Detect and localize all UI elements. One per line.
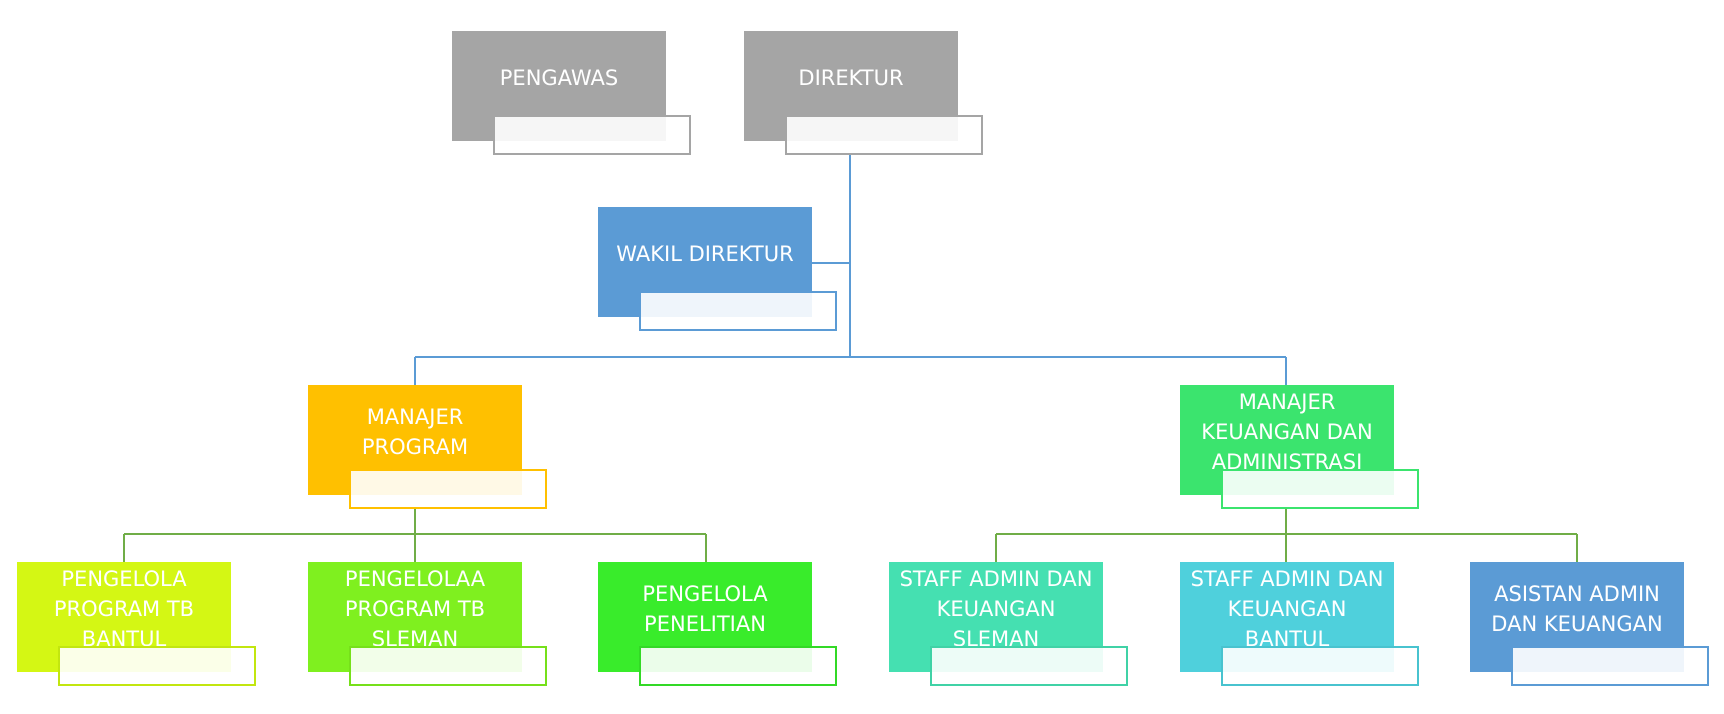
- node-label-wakil-line-1: WAKIL DIREKTUR: [616, 242, 793, 266]
- node-label-staff-bantul-line-1: STAFF ADMIN DAN: [1191, 567, 1384, 591]
- node-subtitle-box-mgr-keuangan[interactable]: [1221, 469, 1419, 509]
- nodes: PENGAWAS DIREKTUR WAKIL DIREKTUR MANAJER PRO…: [17, 31, 1709, 686]
- node-label-tb-sleman-line-2: PROGRAM TB: [345, 597, 485, 621]
- node-subtitle-box-tb-sleman[interactable]: [349, 646, 547, 686]
- node-asistan[interactable]: ASISTAN ADMIN DAN KEUANGAN: [1470, 562, 1709, 686]
- node-label-direktur-line-1: DIREKTUR: [798, 66, 903, 90]
- node-subtitle-box-direktur[interactable]: [785, 115, 983, 155]
- node-subtitle-box-mgr-program[interactable]: [349, 469, 547, 509]
- node-label-tb-bantul-line-2: PROGRAM TB: [54, 597, 194, 621]
- node-pengawas[interactable]: PENGAWAS: [452, 31, 691, 155]
- node-label-tb-bantul-line-1: PENGELOLA: [61, 567, 187, 591]
- node-label-mgr-keuangan-line-1: MANAJER: [1239, 390, 1336, 414]
- node-label-tb-sleman-line-1: PENGELOLAA: [345, 567, 486, 591]
- node-subtitle-box-staff-bantul[interactable]: [1221, 646, 1419, 686]
- connectors: [123, 153, 1578, 562]
- node-direktur[interactable]: DIREKTUR: [744, 31, 983, 155]
- node-label-staff-sleman-line-2: KEUANGAN: [937, 597, 1056, 621]
- node-label-penelitian-line-2: PENELITIAN: [644, 612, 766, 636]
- node-label-penelitian-line-1: PENGELOLA: [642, 582, 768, 606]
- node-label-pengawas-line-1: PENGAWAS: [500, 66, 618, 90]
- node-subtitle-box-wakil[interactable]: [639, 291, 837, 331]
- node-mgr-program[interactable]: MANAJER PROGRAM: [308, 385, 547, 509]
- node-label-staff-sleman-line-1: STAFF ADMIN DAN: [900, 567, 1093, 591]
- node-subtitle-box-asistan[interactable]: [1511, 646, 1709, 686]
- node-subtitle-box-penelitian[interactable]: [639, 646, 837, 686]
- node-wakil[interactable]: WAKIL DIREKTUR: [598, 207, 837, 331]
- node-label-mgr-program-line-2: PROGRAM: [362, 435, 468, 459]
- node-label-asistan-line-2: DAN KEUANGAN: [1491, 612, 1662, 636]
- node-subtitle-box-staff-sleman[interactable]: [930, 646, 1128, 686]
- node-label-staff-bantul-line-2: KEUANGAN: [1228, 597, 1347, 621]
- node-subtitle-box-pengawas[interactable]: [493, 115, 691, 155]
- node-label-mgr-program-line-1: MANAJER: [367, 405, 464, 429]
- node-label-mgr-keuangan-line-2: KEUANGAN DAN: [1201, 420, 1372, 444]
- node-penelitian[interactable]: PENGELOLA PENELITIAN: [598, 562, 837, 686]
- node-label-asistan-line-1: ASISTAN ADMIN: [1494, 582, 1660, 606]
- node-subtitle-box-tb-bantul[interactable]: [58, 646, 256, 686]
